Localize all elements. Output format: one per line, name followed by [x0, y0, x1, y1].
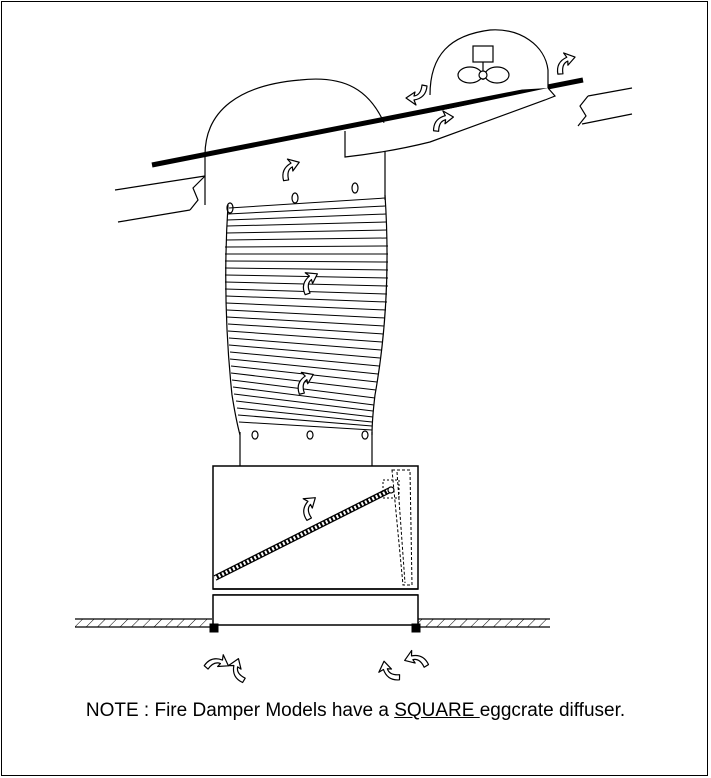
lower-tube: [239, 430, 373, 466]
airflow-arrow-icon: [276, 155, 305, 183]
note-emphasis: SQUARE: [394, 700, 480, 721]
ceiling: [75, 618, 550, 633]
upper-tube: [204, 150, 386, 214]
airflow-arrow-icon: [203, 648, 233, 678]
airflow-arrow-icon: [376, 658, 402, 684]
exhaust-fan-housing: [344, 29, 557, 158]
note-suffix: eggcrate diffuser.: [479, 700, 626, 721]
airflow-arrow-icon: [224, 655, 252, 684]
note-prefix: NOTE : Fire Damper Models have a: [85, 700, 395, 721]
fire-damper-note: NOTE : Fire Damper Models have a SQUARE …: [0, 700, 711, 722]
skylight-dome: [204, 78, 386, 156]
roof-joist-left: [114, 175, 206, 223]
fan-icon: [457, 45, 510, 84]
roof-joist-right: [577, 87, 633, 127]
damper-blade: [391, 469, 413, 586]
airflow-arrow-icon: [405, 84, 428, 106]
damper-spring-icon: [213, 479, 400, 581]
airflow-arrow-icon: [290, 367, 320, 396]
airflow-arrow-icon: [401, 646, 430, 674]
flexible-tube: [224, 194, 389, 436]
airflow-arrow-icon: [552, 49, 580, 76]
roof-line: [151, 77, 584, 168]
